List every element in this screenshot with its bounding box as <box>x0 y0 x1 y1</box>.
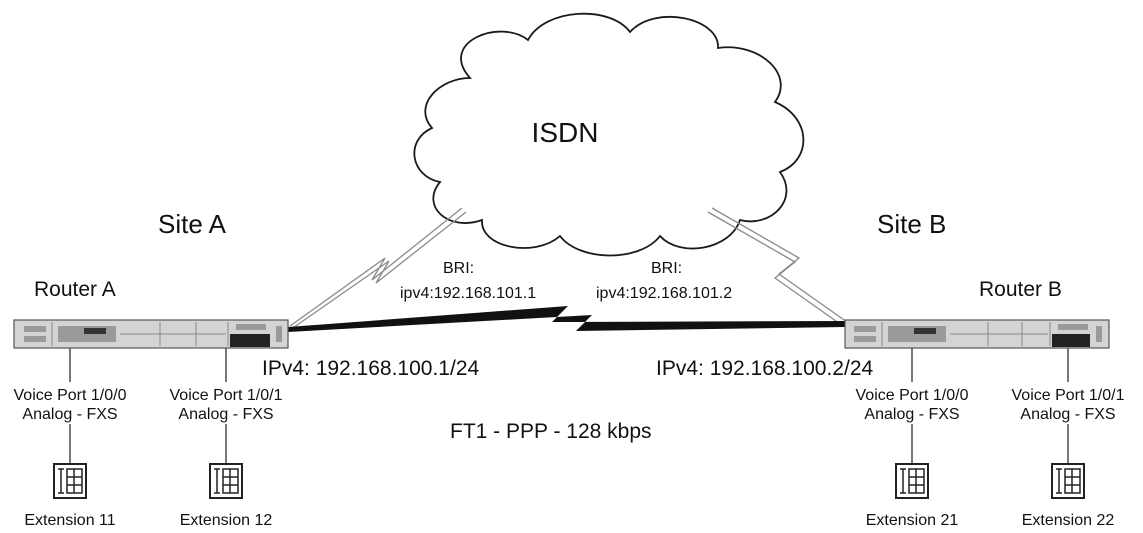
voice-port-a0-line1: Voice Port 1/0/0 <box>14 387 127 404</box>
router-a-bri-label: BRI: <box>443 260 474 277</box>
voice-port-b1-line2: Analog - FXS <box>1020 406 1115 423</box>
site-b-label: Site B <box>877 209 946 239</box>
voice-port-a1-line1: Voice Port 1/0/1 <box>170 387 283 404</box>
phone-icon-extension-21 <box>895 463 929 499</box>
extension-22-label: Extension 22 <box>1022 512 1115 529</box>
voice-port-a1-line2: Analog - FXS <box>178 406 273 423</box>
phone-icon-extension-12 <box>209 463 243 499</box>
router-a-name: Router A <box>34 278 116 301</box>
router-b-bri-label: BRI: <box>651 260 682 277</box>
router-b <box>844 319 1110 349</box>
extension-11-label: Extension 11 <box>24 512 115 529</box>
extension-12-label: Extension 12 <box>180 512 273 529</box>
router-a-ip: IPv4: 192.168.100.1/24 <box>262 357 479 380</box>
voice-port-b0-line1: Voice Port 1/0/0 <box>856 387 969 404</box>
router-a <box>13 319 289 349</box>
isdn-cloud: ISDN <box>413 12 805 257</box>
router-b-ip: IPv4: 192.168.100.2/24 <box>656 357 873 380</box>
router-b-bri-ip: ipv4:192.168.101.2 <box>596 285 732 302</box>
phone-icon-extension-22 <box>1051 463 1085 499</box>
extension-21-label: Extension 21 <box>866 512 959 529</box>
router-a-bri-ip: ipv4:192.168.101.1 <box>400 285 536 302</box>
router-b-name: Router B <box>979 278 1062 301</box>
bri-link-b <box>707 207 848 327</box>
ft1-link-label: FT1 - PPP - 128 kbps <box>450 420 652 443</box>
isdn-label: ISDN <box>532 117 599 148</box>
bri-link-a <box>289 207 467 331</box>
voice-port-b1-line1: Voice Port 1/0/1 <box>1012 387 1125 404</box>
phone-icon-extension-11 <box>53 463 87 499</box>
ft1-serial-link <box>288 306 845 332</box>
voice-port-a0-line2: Analog - FXS <box>22 406 117 423</box>
site-a-label: Site A <box>158 209 227 239</box>
voice-port-b0-line2: Analog - FXS <box>864 406 959 423</box>
